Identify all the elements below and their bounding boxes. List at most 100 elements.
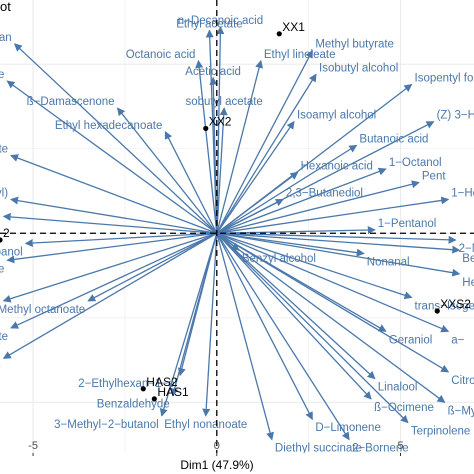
variable-arrow bbox=[159, 233, 218, 417]
variable-label: Benzyl alcohol bbox=[242, 253, 316, 265]
x-tick-label: -5 bbox=[28, 440, 38, 452]
variable-label: Isopentyl fo bbox=[415, 73, 474, 85]
variable-label: ß−Ocimene bbox=[374, 402, 434, 414]
variable-label: ydro−benzofuran bbox=[0, 32, 12, 44]
variable-label: Ethyl hexadecanoate bbox=[55, 120, 162, 132]
x-axis-ticks: -5 0 5 bbox=[28, 440, 404, 456]
variable-label: trans−Isogenonol bbox=[415, 300, 474, 312]
variable-arrow bbox=[216, 232, 350, 441]
variable-arrow bbox=[209, 76, 218, 234]
variable-arrow bbox=[216, 232, 313, 421]
variable-label: Benzoic acid methyl ester bbox=[462, 253, 474, 265]
variable-arrow bbox=[170, 233, 218, 397]
variable-arrow bbox=[216, 232, 376, 380]
variable-label: ß−Damascenone bbox=[27, 96, 115, 108]
variable-arrow bbox=[2, 232, 217, 303]
variable-arrow bbox=[216, 232, 372, 400]
variable-label: Pent bbox=[422, 171, 446, 183]
variable-label: 2−Ethylhexan−1−ol bbox=[78, 378, 177, 390]
variable-label: yl (E)−4−decenoate bbox=[0, 144, 8, 156]
variable-label: Ethyl nonanoate bbox=[164, 419, 247, 431]
variable-label: 3−(methylthio)−1−propanol bbox=[0, 246, 23, 258]
variable-label: Terpinolene bbox=[411, 426, 470, 438]
variable-arrow bbox=[10, 196, 217, 234]
variable-arrow bbox=[216, 232, 409, 424]
individual-label: XXS2 bbox=[440, 297, 471, 311]
variable-label: 1−Octanol bbox=[389, 157, 442, 169]
x-tick-label: 0 bbox=[214, 440, 220, 452]
variable-label: Octanoic acid bbox=[126, 49, 196, 61]
variable-label: Hexyl acetate bbox=[462, 277, 474, 289]
variable-arrow bbox=[202, 233, 218, 417]
variable-label: 3−Methyl−2−butanol bbox=[54, 419, 159, 431]
individual-label: HAS2 bbox=[146, 375, 178, 389]
individual-point bbox=[0, 237, 3, 243]
variable-label: Acetic acid bbox=[185, 66, 241, 78]
variable-arrow bbox=[216, 26, 225, 234]
individual-point bbox=[203, 125, 209, 132]
variable-arrow bbox=[216, 232, 461, 254]
individual-label: 2 bbox=[3, 226, 10, 240]
variable-label: Ethyl decanoate bbox=[0, 69, 4, 81]
variable-label: Diethyl succinate bbox=[275, 442, 362, 454]
variable-label: Geraniol bbox=[389, 334, 432, 346]
x-axis-title: Dim1 (47.9%) bbox=[180, 458, 253, 472]
variable-label: Butanoic acid bbox=[359, 133, 428, 145]
variable-arrow bbox=[216, 107, 228, 234]
x-tick-label: 5 bbox=[397, 440, 403, 452]
variable-arrow bbox=[10, 154, 218, 234]
variable-label: Isobutyl alcohol bbox=[319, 62, 398, 74]
variable-arrow bbox=[216, 198, 284, 234]
variable-label: 2,3−Butanediol bbox=[286, 187, 363, 199]
variable-label: Linalool bbox=[378, 382, 418, 394]
variable-label: sobutyl acetate bbox=[185, 96, 262, 108]
variable-arrow bbox=[216, 232, 365, 257]
individual-point bbox=[151, 396, 157, 402]
variable-arrow bbox=[6, 232, 217, 264]
variable-arrow bbox=[87, 232, 218, 302]
variable-arrow bbox=[216, 144, 358, 234]
variable-label: ß−Myro bbox=[448, 405, 474, 417]
variable-label: Methyl octanoate bbox=[0, 304, 85, 316]
variable-label: 4−bis(1,1−dimethylethyl) bbox=[0, 187, 8, 199]
variable-label: 1−He bbox=[451, 187, 474, 199]
variable-arrow bbox=[216, 232, 450, 373]
individual-label: XX2 bbox=[209, 114, 232, 128]
variable-arrow bbox=[216, 167, 387, 234]
variable-label: a− bbox=[451, 334, 464, 346]
variable-arrow bbox=[164, 130, 218, 234]
individual-label: XX1 bbox=[282, 20, 305, 34]
variable-label: Ethyl linoleate bbox=[264, 49, 336, 61]
variable-label: Benzaldehyde bbox=[97, 399, 170, 411]
variable-arrow bbox=[24, 232, 217, 248]
variable-label: Hexanoic acid bbox=[301, 160, 373, 172]
individual-label: HAS1 bbox=[157, 385, 189, 399]
variable-arrow bbox=[6, 80, 218, 234]
reference-lines bbox=[0, 0, 474, 453]
variable-label: Methyl butyrate bbox=[315, 39, 394, 51]
variable-label: −4−ol bbox=[0, 204, 1, 216]
variable-label: 2−Bornene bbox=[352, 442, 409, 454]
variable-label: 1−Pentanol bbox=[378, 218, 437, 230]
variable-arrow bbox=[2, 232, 218, 359]
variable-label: Citronel bbox=[451, 375, 474, 387]
variable-arrow bbox=[216, 232, 457, 244]
variable-arrow bbox=[216, 196, 450, 234]
variable-label: n−Decanoic acid bbox=[178, 15, 263, 27]
variable-arrows bbox=[2, 26, 461, 441]
variable-arrow bbox=[116, 107, 218, 234]
variable-label: Nonanal bbox=[367, 257, 410, 269]
variable-arrow bbox=[216, 232, 450, 333]
variable-label: l butanoate bbox=[0, 331, 8, 343]
variable-arrow bbox=[216, 171, 299, 234]
variable-label: D−Limonene bbox=[315, 422, 381, 434]
variable-label: pronyl acetate bbox=[0, 263, 4, 275]
individual-point bbox=[276, 31, 282, 37]
variable-label: 2−Meth bbox=[459, 243, 474, 255]
individual-point bbox=[140, 386, 146, 392]
variable-arrow bbox=[216, 233, 274, 441]
variable-arrow bbox=[216, 232, 461, 277]
